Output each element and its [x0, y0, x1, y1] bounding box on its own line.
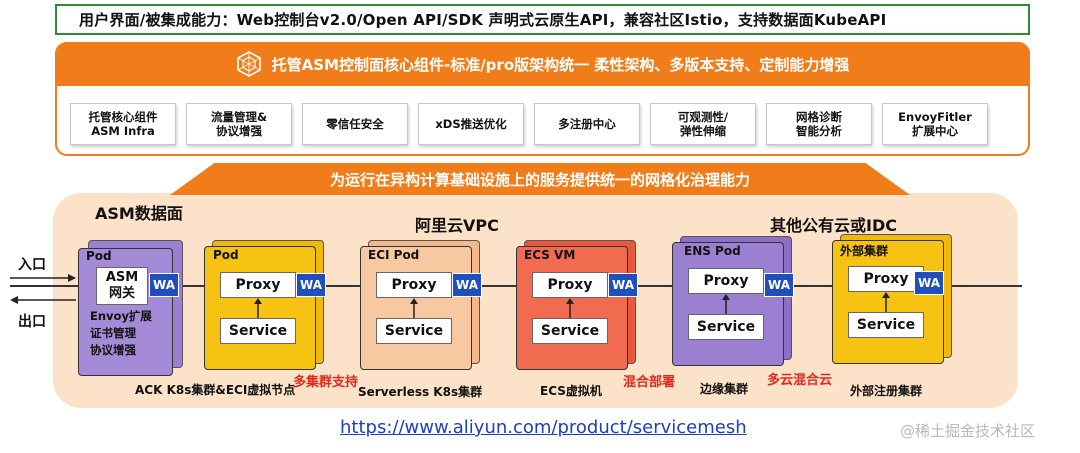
ens-service-box: Service — [688, 314, 764, 340]
data-plane-title: ASM数据面 — [95, 204, 183, 223]
ecs-service-box: Service — [532, 318, 608, 344]
ecs-caption: ECS虚拟机 — [540, 384, 602, 398]
entry-exit-arrows — [10, 274, 76, 304]
capabilities-banner: 用户界面/被集成能力：Web控制台v2.0/Open API/SDK 声明式云原… — [55, 4, 1030, 35]
cp-card-traffic: 流量管理&协议增强 — [186, 103, 292, 145]
ens-wa-badge: WA — [764, 273, 794, 297]
external-wa-badge: WA — [914, 271, 944, 295]
governance-banner: 为运行在异构计算基础设施上的服务提供统一的网格化治理能力 — [170, 163, 910, 195]
multi-cloud-label: 多云混合云 — [767, 373, 833, 388]
ack-wa-badge: WA — [296, 273, 326, 297]
external-service-box: Service — [848, 312, 924, 338]
ack-caption: ACK K8s集群&ECI虚拟节点 — [135, 383, 296, 397]
ecs-vm-label: ECS VM — [524, 248, 576, 262]
entry-label: 入口 — [18, 257, 46, 273]
cp-card-registry: 多注册中心 — [534, 103, 640, 145]
capabilities-text: 用户界面/被集成能力：Web控制台v2.0/Open API/SDK 声明式云原… — [79, 11, 887, 29]
servicemesh-link[interactable]: https://www.aliyun.com/product/serviceme… — [340, 417, 747, 438]
multi-cluster-label: 多集群支持 — [293, 375, 359, 390]
ecs-arrow-icon — [566, 298, 574, 318]
eci-service-box: Service — [376, 318, 452, 344]
hybrid-deploy-label: 混合部署 — [623, 375, 676, 390]
external-arrow-icon — [882, 292, 890, 312]
eci-pod — [360, 246, 472, 370]
ecs-proxy-box: Proxy — [532, 272, 608, 298]
ecs-wa-badge: WA — [608, 273, 638, 297]
ens-proxy-box: Proxy — [688, 268, 764, 294]
gateway-features: Envoy扩展 证书管理 协议增强 — [90, 309, 152, 357]
ack-pod-label: Pod — [213, 248, 239, 262]
control-plane-title: 托管ASM控制面核心组件-标准/pro版架构统一 柔性架构、多版本支持、定制能力… — [271, 55, 850, 74]
external-cluster-label: 外部集群 — [840, 244, 889, 258]
ens-arrow-icon — [722, 294, 730, 314]
gateway-wa-badge: WA — [149, 273, 179, 297]
ack-arrow-icon — [254, 298, 262, 318]
ack-proxy-box: Proxy — [220, 272, 296, 298]
ack-pod — [204, 246, 316, 370]
region-idc-label: 其他公有云或IDC — [770, 216, 897, 235]
cp-card-observability: 可观测性/弹性伸缩 — [650, 103, 756, 145]
eci-pod-label: ECI Pod — [368, 248, 420, 262]
cp-card-diagnosis: 网格诊断智能分析 — [766, 103, 872, 145]
external-proxy-box: Proxy — [848, 266, 924, 292]
ens-caption: 边缘集群 — [700, 382, 749, 396]
ecs-vm — [516, 246, 628, 370]
ack-service-box: Service — [220, 318, 296, 344]
gateway-pod-label: Pod — [86, 249, 112, 263]
external-cluster — [832, 240, 944, 364]
watermark: @稀土掘金技术社区 — [900, 422, 1036, 440]
exit-label: 出口 — [18, 314, 46, 330]
external-caption: 外部注册集群 — [850, 384, 923, 398]
cp-card-xds: xDS推送优化 — [418, 103, 524, 145]
eci-wa-badge: WA — [452, 273, 482, 297]
hexagon-mesh-icon — [236, 51, 261, 77]
eci-proxy-box: Proxy — [376, 272, 452, 298]
region-vpc-label: 阿里云VPC — [415, 216, 499, 235]
ens-pod — [672, 242, 784, 366]
ens-pod-label: ENS Pod — [684, 244, 741, 258]
control-plane-header: 托管ASM控制面核心组件-标准/pro版架构统一 柔性架构、多版本支持、定制能力… — [55, 42, 1030, 86]
cp-card-zero-trust: 零信任安全 — [302, 103, 408, 145]
eci-arrow-icon — [410, 298, 418, 318]
eci-caption: Serverless K8s集群 — [358, 385, 483, 399]
